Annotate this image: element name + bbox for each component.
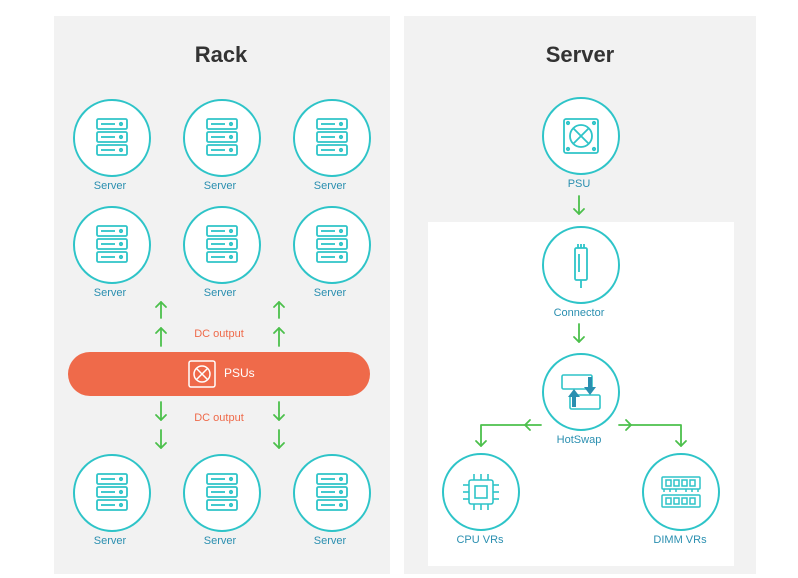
server-psu-label: PSU [567,178,591,190]
server-rack-icon [316,225,348,263]
rack-server-5 [182,205,262,285]
rack-server-5-label: Server [203,287,237,299]
cpu-chip-icon [463,474,499,510]
cpu-vrs-label: CPU VRs [456,534,504,546]
connector-label: Connector [553,307,605,319]
power-supply-icon [188,360,216,388]
rack-server-3-label: Server [313,180,347,192]
hotswap-label: HotSwap [556,434,602,446]
server-rack-icon [96,473,128,511]
server-rack-icon [206,225,238,263]
rack-server-6-label: Server [313,287,347,299]
psus-label: PSUs [224,366,255,380]
rack-server-9 [292,453,372,533]
psus-bar: PSUs [68,352,370,396]
rack-server-4-label: Server [93,287,127,299]
rack-server-1 [72,98,152,178]
server-rack-icon [96,118,128,156]
server-rack-icon [206,118,238,156]
rack-server-2-label: Server [203,180,237,192]
rack-title: Rack [194,42,248,67]
server-rack-icon [316,473,348,511]
connector-node [541,225,621,305]
memory-module-icon [661,476,701,508]
rack-server-6 [292,205,372,285]
power-supply-icon [563,118,599,154]
dimm-vrs-label: DIMM VRs [653,534,707,546]
rack-server-7 [72,453,152,533]
rack-server-1-label: Server [93,180,127,192]
server-rack-icon [96,225,128,263]
rack-server-7-label: Server [93,535,127,547]
rack-server-4 [72,205,152,285]
dc-output-bottom-label: DC output [194,412,244,424]
rack-server-3 [292,98,372,178]
connector-icon [574,244,588,288]
cpu-vrs-node [441,452,521,532]
server-title: Server [545,42,615,67]
hotswap-icon [561,374,601,410]
dimm-vrs-node [641,452,721,532]
rack-server-2 [182,98,262,178]
server-rack-icon [316,118,348,156]
rack-server-8 [182,453,262,533]
dc-output-top-label: DC output [194,328,244,340]
server-rack-icon [206,473,238,511]
rack-server-9-label: Server [313,535,347,547]
hotswap-node [541,352,621,432]
server-psu-node [541,96,621,176]
rack-server-8-label: Server [203,535,237,547]
